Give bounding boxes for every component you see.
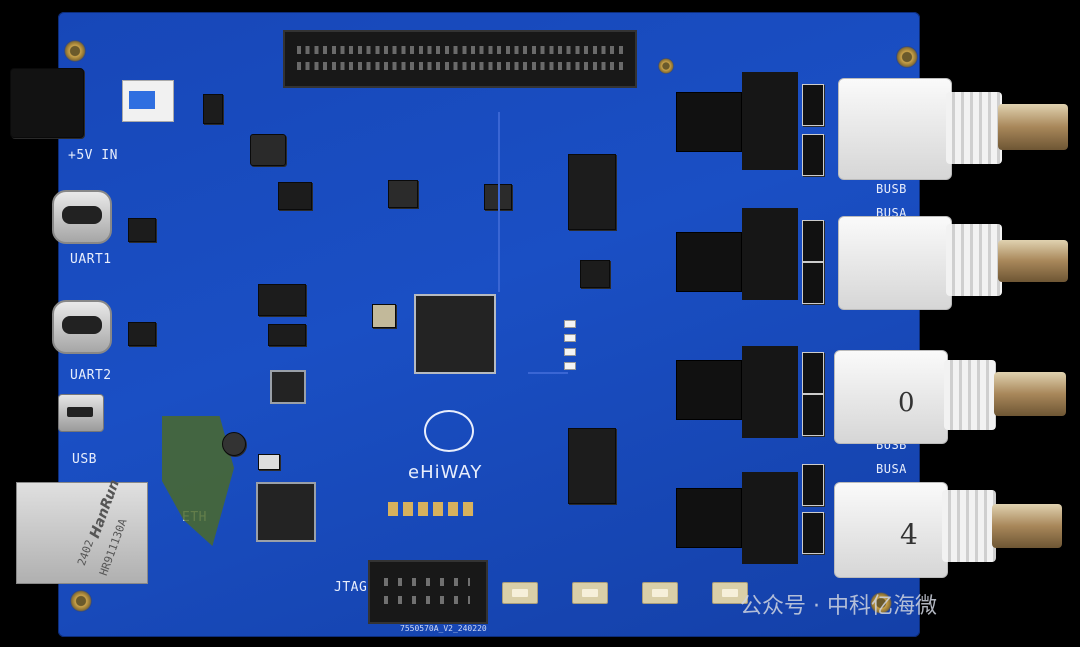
power-resistor bbox=[802, 262, 824, 304]
pcb-trace bbox=[498, 112, 500, 292]
handwritten-0-mark: 0 bbox=[898, 388, 915, 418]
watermark-text: 公众号 · 中科亿海微 bbox=[740, 594, 937, 619]
micro-usb-port[interactable] bbox=[58, 394, 104, 432]
power-resistor bbox=[802, 464, 824, 506]
power-resistor bbox=[802, 394, 824, 436]
usb-label: USB bbox=[72, 452, 97, 467]
ddr-chip bbox=[258, 284, 306, 316]
crystal bbox=[372, 304, 396, 328]
push-button-sw3[interactable] bbox=[572, 582, 608, 604]
inductor bbox=[388, 180, 418, 208]
handwritten-4-mark: 4 bbox=[900, 518, 918, 551]
gpio-header-connector bbox=[283, 30, 637, 88]
mounting-hole bbox=[64, 40, 86, 62]
push-button-sw4[interactable] bbox=[502, 582, 538, 604]
power-in-label: +5V IN bbox=[68, 148, 118, 163]
debug-pin-header bbox=[388, 502, 474, 516]
dc-power-jack bbox=[10, 68, 84, 138]
power-resistor bbox=[802, 220, 824, 262]
rj45-date-label: 2402 bbox=[75, 538, 97, 568]
status-led bbox=[564, 362, 576, 370]
jumper-block[interactable] bbox=[742, 208, 798, 300]
usb-controller-chip bbox=[270, 370, 306, 404]
small-ic bbox=[268, 324, 306, 346]
ethernet-phy-chip bbox=[256, 482, 316, 542]
pcb-board: +5V IN UART1 UART2 USB HanRun HR911130A … bbox=[10, 12, 920, 637]
relay-busb-top bbox=[676, 92, 742, 152]
busb-label-top: BUSB bbox=[876, 182, 907, 196]
uart2-usb-c-port[interactable] bbox=[52, 300, 112, 354]
uart2-bridge-chip bbox=[128, 322, 156, 346]
jumper-block[interactable] bbox=[742, 346, 798, 438]
power-regulator-chip bbox=[203, 94, 223, 124]
oscillator bbox=[258, 454, 280, 470]
status-led bbox=[564, 320, 576, 328]
relay-busa-bottom bbox=[676, 488, 742, 548]
ehiway-logo-text: eHiWAY bbox=[408, 462, 483, 483]
test-point bbox=[658, 58, 674, 74]
ehiway-logo bbox=[424, 410, 474, 452]
inductor bbox=[250, 134, 286, 166]
uart1-usb-c-port[interactable] bbox=[52, 190, 112, 244]
mounting-hole bbox=[870, 592, 892, 614]
status-led bbox=[564, 334, 576, 342]
power-resistor bbox=[802, 84, 824, 126]
crystal bbox=[222, 432, 246, 456]
flash-chip bbox=[278, 182, 312, 210]
relay-busa-top bbox=[676, 232, 742, 292]
board-id-label: 7550570A_V2_240220 bbox=[400, 624, 487, 633]
power-switch[interactable] bbox=[122, 80, 174, 122]
status-led bbox=[564, 348, 576, 356]
rj45-ethernet-port[interactable]: HanRun HR911130A 2402 bbox=[16, 478, 148, 584]
push-button-sw1[interactable] bbox=[712, 582, 748, 604]
small-ic bbox=[580, 260, 610, 288]
push-button-sw2[interactable] bbox=[642, 582, 678, 604]
pcb-trace bbox=[528, 372, 568, 374]
jtag-connector[interactable] bbox=[368, 560, 488, 624]
mounting-hole bbox=[70, 590, 92, 612]
bus-transceiver-chip bbox=[568, 428, 616, 504]
power-resistor bbox=[802, 352, 824, 394]
bus-transceiver-chip bbox=[568, 154, 616, 230]
mounting-hole bbox=[896, 46, 918, 68]
uart2-label: UART2 bbox=[70, 368, 112, 383]
jumper-block[interactable] bbox=[742, 72, 798, 170]
power-resistor bbox=[802, 512, 824, 554]
repair-patch bbox=[162, 416, 234, 546]
relay-busb-bottom bbox=[676, 360, 742, 420]
fpga-chip bbox=[414, 294, 496, 374]
uart1-bridge-chip bbox=[128, 218, 156, 242]
power-resistor bbox=[802, 134, 824, 176]
jumper-block[interactable] bbox=[742, 472, 798, 564]
busa-label-bottom: BUSA bbox=[876, 462, 907, 476]
jtag-label: JTAG bbox=[334, 580, 368, 595]
uart1-label: UART1 bbox=[70, 252, 112, 267]
